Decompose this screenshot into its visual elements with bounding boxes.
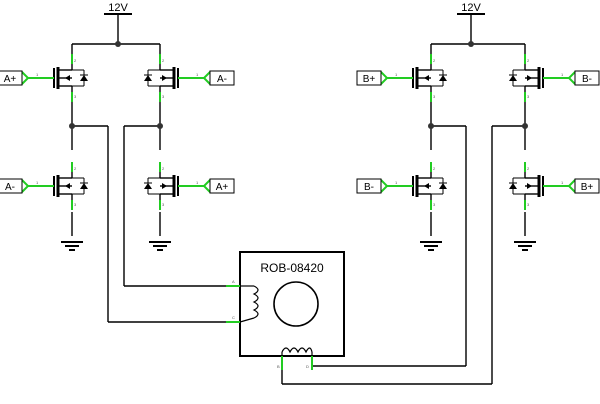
ground-4 xyxy=(514,241,536,251)
ground-3 xyxy=(420,241,442,251)
pin-number-source: 3 xyxy=(527,202,530,207)
mosfet-q2-left-high: 1 2 3 xyxy=(144,54,204,102)
pin-number-source: 3 xyxy=(74,202,77,207)
connector-label: B- xyxy=(582,74,592,85)
ground-1 xyxy=(61,241,83,251)
coil-bd xyxy=(281,347,313,354)
wires xyxy=(71,13,526,385)
connector-a-plus-right: A+ xyxy=(202,178,235,194)
connector-a-minus-right: A- xyxy=(202,70,235,86)
connector-b-minus-right: B- xyxy=(567,70,600,86)
mosfet-q6-right-high: 1 2 3 xyxy=(509,54,569,102)
mosfet-q5-right-high: 1 2 3 xyxy=(387,54,447,102)
mosfet-q7-right-low: 1 2 3 xyxy=(387,162,447,210)
connector-b-minus-left: B- xyxy=(356,178,389,194)
pin-number-gate: 1 xyxy=(395,72,398,77)
motor-rotor-circle xyxy=(273,281,319,327)
pin-number-source: 3 xyxy=(162,94,165,99)
connector-label: A- xyxy=(5,182,15,193)
connector-group: A+ A- A- A+ B+ B- B- B+ xyxy=(0,70,600,194)
pin-number-drain: 2 xyxy=(527,58,530,63)
connector-label: A+ xyxy=(4,74,17,85)
motor-pin-b: B xyxy=(277,364,280,369)
motor-part-label: ROB-08420 xyxy=(260,261,324,275)
connector-b-plus-left: B+ xyxy=(356,70,389,86)
pin-number-source: 3 xyxy=(527,94,530,99)
connector-b-plus-right: B+ xyxy=(567,178,600,194)
power-label-left: 12V xyxy=(108,2,128,14)
pin-number-drain: 2 xyxy=(162,58,165,63)
pin-number-gate: 1 xyxy=(561,180,564,185)
mosfet-q4-left-low: 1 2 3 xyxy=(144,162,204,210)
pin-number-drain: 2 xyxy=(74,166,77,171)
pin-number-gate: 1 xyxy=(196,180,199,185)
pin-number-drain: 2 xyxy=(433,166,436,171)
connector-label: A- xyxy=(217,74,227,85)
connector-label: B+ xyxy=(363,74,376,85)
connector-a-plus-left: A+ xyxy=(0,70,30,86)
pin-number-source: 3 xyxy=(162,202,165,207)
connector-label: A+ xyxy=(216,182,229,193)
coil-ac xyxy=(252,285,259,319)
mosfet-group: 1 2 3 1 2 3 1 2 3 1 2 3 1 2 3 1 2 3 1 2 3 1 2 3 xyxy=(28,54,569,210)
pin-number-gate: 1 xyxy=(196,72,199,77)
motor-pin-c: C xyxy=(232,315,235,320)
ground-2 xyxy=(149,241,171,251)
pin-number-drain: 2 xyxy=(433,58,436,63)
junctions xyxy=(69,41,528,129)
mosfet-q8-right-low: 1 2 3 xyxy=(509,162,569,210)
connector-label: B- xyxy=(364,182,374,193)
pin-number-source: 3 xyxy=(433,202,436,207)
pin-number-gate: 1 xyxy=(395,180,398,185)
pin-number-gate: 1 xyxy=(561,72,564,77)
pin-number-source: 3 xyxy=(74,94,77,99)
pin-number-gate: 1 xyxy=(36,180,39,185)
ground-group xyxy=(61,241,536,251)
motor-pin-d: D xyxy=(306,364,309,369)
pin-number-gate: 1 xyxy=(36,72,39,77)
mosfet-q3-left-low: 1 2 3 xyxy=(28,162,88,210)
power-label-right: 12V xyxy=(461,2,481,14)
connector-label: B+ xyxy=(581,182,594,193)
motor-pin-a: A xyxy=(232,279,235,284)
mosfet-q1-left-high: 1 2 3 xyxy=(28,54,88,102)
pin-number-drain: 2 xyxy=(527,166,530,171)
pin-number-source: 3 xyxy=(433,94,436,99)
stepper-motor: ROB-08420 A C B D xyxy=(226,251,345,370)
pin-number-drain: 2 xyxy=(74,58,77,63)
pin-number-drain: 2 xyxy=(162,166,165,171)
connector-a-minus-left: A- xyxy=(0,178,30,194)
